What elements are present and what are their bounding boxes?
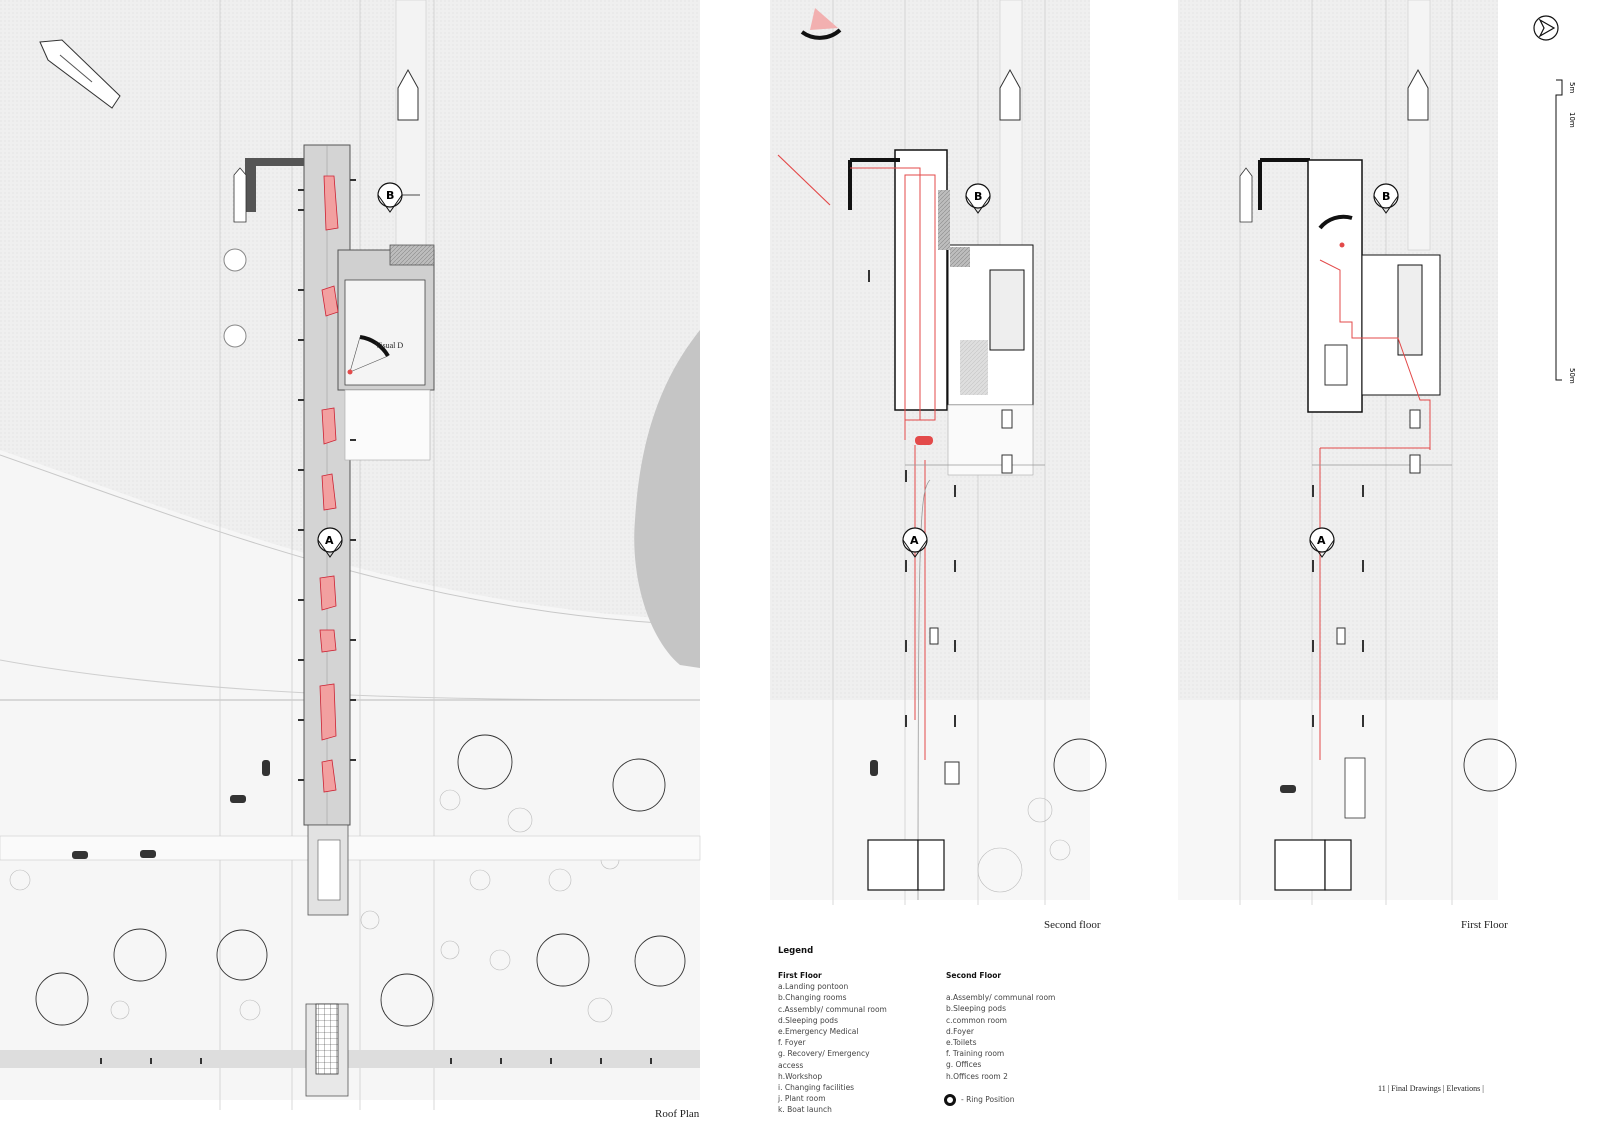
boat-icon bbox=[397, 68, 419, 121]
park-trees bbox=[35, 734, 686, 1027]
second-floor-caption: Second floor bbox=[1044, 919, 1101, 931]
roof-plan-panel: Visual D B bbox=[0, 0, 701, 1120]
visual-d-label: Visual D bbox=[375, 341, 403, 350]
legend-first-floor: First Floor a.Landing pontoon b.Changing… bbox=[778, 971, 887, 1115]
first-floor-panel: B A First Floor bbox=[1178, 0, 1517, 931]
second-floor-panel: B A Second floor bbox=[770, 0, 1107, 931]
legend: Legend First Floor a.Landing pontoon b.C… bbox=[778, 946, 1138, 1116]
sandbar-shape bbox=[634, 330, 700, 668]
svg-text:B: B bbox=[1382, 190, 1390, 203]
svg-text:A: A bbox=[910, 534, 919, 547]
roof-plan-caption: Roof Plan bbox=[655, 1108, 700, 1120]
first-floor-caption: First Floor bbox=[1461, 919, 1508, 931]
legend-second-floor: Second Floor a.Assembly/ communal room b… bbox=[946, 971, 1056, 1081]
section-marker-a: A bbox=[317, 527, 343, 558]
svg-text:B: B bbox=[386, 189, 394, 202]
boat-icon bbox=[999, 68, 1021, 121]
boat-icon bbox=[39, 39, 121, 109]
section-marker-a: A bbox=[1309, 527, 1335, 558]
ring-icon bbox=[944, 1094, 956, 1106]
north-arrow-icon bbox=[1533, 15, 1559, 41]
svg-text:A: A bbox=[325, 534, 334, 547]
legend-ring-position: - Ring Position bbox=[944, 1094, 1015, 1106]
section-marker-a: A bbox=[902, 527, 928, 558]
scale-bar: 5m 10m 50m bbox=[1555, 79, 1576, 384]
sleeping-pods bbox=[319, 175, 339, 793]
svg-text:50m: 50m bbox=[1568, 368, 1576, 384]
legend-title: Legend bbox=[778, 946, 814, 956]
section-marker-b: B bbox=[965, 183, 991, 214]
svg-text:B: B bbox=[974, 190, 982, 203]
svg-text:A: A bbox=[1317, 534, 1326, 547]
boat-icon bbox=[1407, 68, 1429, 121]
svg-text:10m: 10m bbox=[1568, 112, 1576, 128]
page-footer: 11 | Final Drawings | Elevations | bbox=[1378, 1084, 1484, 1093]
section-marker-b: B bbox=[1373, 183, 1399, 214]
section-marker-b: B bbox=[377, 182, 420, 213]
svg-text:5m: 5m bbox=[1568, 82, 1576, 93]
